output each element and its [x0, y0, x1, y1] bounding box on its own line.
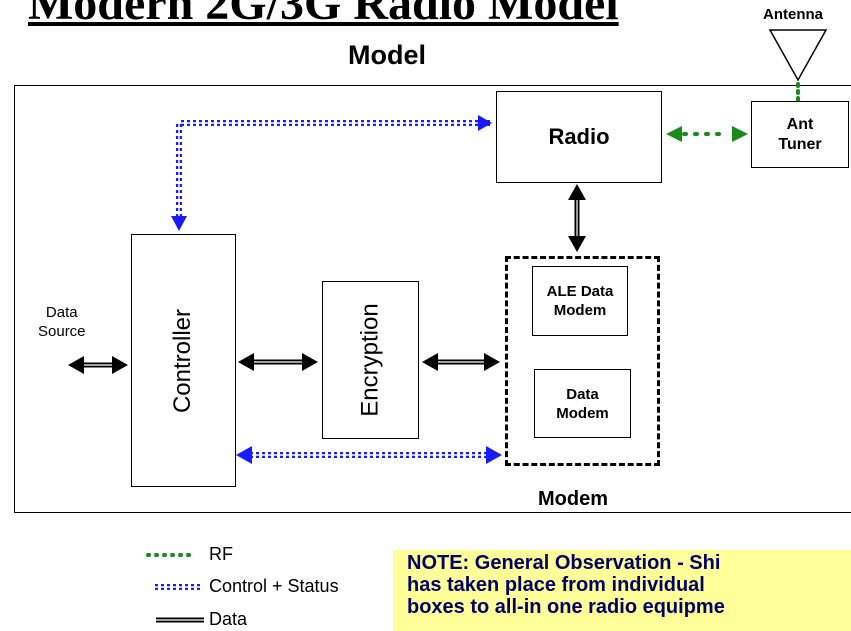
model-heading: Model — [348, 40, 426, 70]
radio-box: Radio — [496, 91, 662, 183]
ale-data-modem-box: ALE Data Modem — [532, 266, 628, 336]
note-box: NOTE: General Observation - Shi has take… — [393, 550, 851, 631]
controller-label: Controller — [169, 308, 197, 413]
data-source-line1: Data — [45, 304, 78, 321]
legend-data-label: Data — [209, 609, 248, 629]
controller-box: Controller — [131, 234, 236, 487]
rf-radio-tuner-link — [666, 126, 748, 142]
antenna-label: Antenna — [763, 6, 823, 23]
ale-modem-label-line2: Modem — [553, 302, 607, 319]
encryption-label: Encryption — [356, 303, 384, 417]
control-controller-modem-link — [236, 446, 502, 464]
note-line2: has taken place from individual — [407, 574, 705, 596]
ant-tuner-label-line2: Tuner — [778, 135, 822, 153]
encryption-box: Encryption — [322, 281, 419, 439]
ant-tuner-box: Ant Tuner — [751, 101, 849, 168]
note-line3: boxes to all-in one radio equipme — [407, 596, 725, 618]
control-radio-controller-link — [171, 115, 492, 231]
antenna-icon — [768, 29, 828, 82]
modem-group-outline — [505, 256, 660, 466]
data-source-line2: Source — [38, 323, 86, 340]
data-modem-label-line2: Modem — [556, 404, 609, 422]
note-line1: NOTE: General Observation - Shi — [407, 552, 721, 574]
legend-rf-label: RF — [209, 544, 233, 564]
diagram-title: Modern 2G/3G Radio Model — [28, 0, 619, 30]
data-encryption-modem-link — [422, 353, 500, 371]
data-controller-encryption-link — [238, 353, 318, 371]
model-frame — [14, 85, 851, 513]
radio-label: Radio — [548, 124, 610, 149]
data-modem-box: Data Modem — [534, 369, 631, 438]
data-modem-label-line1: Data — [566, 385, 599, 403]
modem-group-label: Modem — [538, 488, 608, 510]
legend-control-label: Control + Status — [209, 576, 339, 596]
ale-modem-label-line1: ALE Data — [546, 283, 614, 300]
data-radio-modem-link — [568, 184, 586, 252]
data-source-controller-link — [68, 356, 128, 374]
data-source-label: Data Source — [38, 303, 86, 341]
ant-tuner-label-line1: Ant — [786, 115, 814, 133]
